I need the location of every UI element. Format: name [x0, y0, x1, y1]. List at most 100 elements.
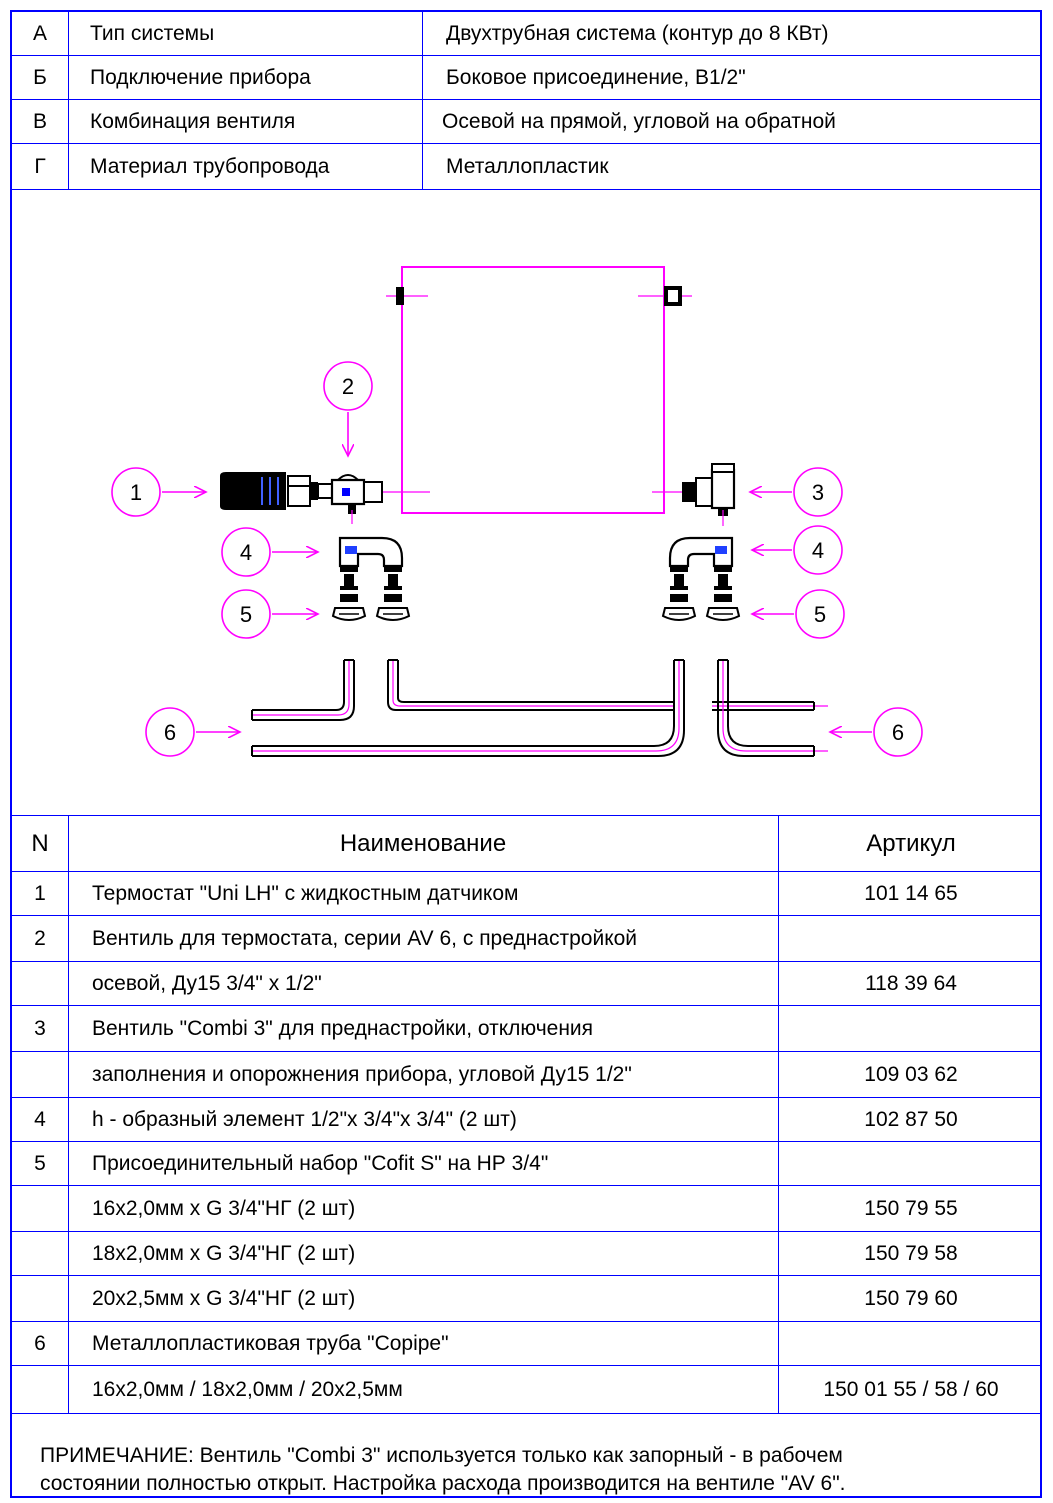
- spec-row-a: А Тип системы Двухтрубная система (конту…: [12, 12, 1040, 56]
- part-article: 102 87 50: [864, 1107, 958, 1131]
- divider: [778, 872, 779, 915]
- divider: [778, 1322, 779, 1365]
- header-article: Артикул: [866, 829, 956, 857]
- part-article: 150 79 58: [864, 1241, 958, 1265]
- part-number: 3: [34, 1016, 46, 1040]
- table-row: осевой, Ду15 3/4" х 1/2" 118 39 64: [12, 962, 1040, 1006]
- connection-diagram: 1 2 3 4 4: [12, 190, 1040, 816]
- radiator-top-plug-left: [386, 287, 428, 305]
- table-row: 20х2,5мм х G 3/4"НГ (2 шт) 150 79 60: [12, 1276, 1040, 1322]
- part-name: заполнения и опорожнения прибора, углово…: [92, 1062, 632, 1086]
- divider: [778, 916, 779, 961]
- part-number: 1: [34, 881, 46, 905]
- divider: [68, 1142, 69, 1185]
- part-article: 109 03 62: [864, 1062, 958, 1086]
- divider: [68, 872, 69, 915]
- divider: [68, 816, 69, 871]
- spec-letter: Б: [33, 65, 47, 89]
- divider: [778, 1232, 779, 1275]
- divider: [778, 1142, 779, 1185]
- table-row: 16х2,0мм х G 3/4"НГ (2 шт)150 79 55: [12, 1186, 1040, 1232]
- spec-letter: В: [32, 109, 47, 133]
- part-name: 20х2,5мм х G 3/4"НГ (2 шт): [92, 1286, 356, 1310]
- divider: [778, 1052, 779, 1097]
- pipes: [251, 659, 828, 757]
- divider: [68, 144, 69, 189]
- table-row: 1 Термостат "Uni LH" с жидкостным датчико…: [12, 872, 1040, 916]
- divider: [68, 56, 69, 99]
- spec-value: Двухтрубная система (контур до 8 КВт): [446, 21, 829, 45]
- part-article: [778, 1322, 1044, 1365]
- divider: [778, 1098, 779, 1141]
- callout-3: 3: [750, 467, 843, 517]
- radiator-air-vent-right: [638, 286, 692, 306]
- part-article: [778, 916, 1044, 961]
- spec-value: Боковое присоединение, В1/2": [446, 65, 746, 89]
- part-number: [12, 1186, 68, 1231]
- header-n: N: [31, 829, 49, 857]
- callout-number: 4: [240, 540, 252, 565]
- part-name: Вентиль "Combi 3" для преднастройки, отк…: [92, 1016, 594, 1040]
- part-name: осевой, Ду15 3/4" х 1/2": [92, 971, 322, 995]
- callout-number: 4: [812, 538, 824, 563]
- divider: [422, 100, 423, 143]
- part-number: 5: [34, 1151, 46, 1175]
- part-name: 16х2,0мм / 18х2,0мм / 20х2,5мм: [92, 1377, 403, 1401]
- callout-5-left: 5: [221, 589, 318, 639]
- spec-label: Материал трубопровода: [90, 154, 330, 178]
- callout-number: 5: [240, 602, 252, 627]
- callout-number: 1: [130, 480, 142, 505]
- divider: [778, 1366, 779, 1413]
- table-row: 6 Металлопластиковая труба "Copipe": [12, 1322, 1040, 1366]
- spec-letter: А: [32, 21, 47, 45]
- callout-6-left: 6: [145, 707, 240, 757]
- table-row: заполнения и опорожнения прибора, углово…: [12, 1052, 1040, 1098]
- divider: [422, 144, 423, 189]
- spec-row-v: В Комбинация вентиля Осевой на прямой, у…: [12, 100, 1040, 144]
- part-number: [12, 1366, 68, 1413]
- table-row: 3 Вентиль "Combi 3" для преднастройки, от…: [12, 1006, 1040, 1052]
- divider: [68, 1232, 69, 1275]
- part-name: Термостат "Uni LH" с жидкостным датчиком: [92, 881, 519, 905]
- part-number: [12, 1232, 68, 1275]
- spec-row-b: Б Подключение прибора Боковое присоедине…: [12, 56, 1040, 100]
- part-number: 6: [34, 1331, 46, 1355]
- divider: [68, 1186, 69, 1231]
- part-article: 101 14 65: [864, 881, 958, 905]
- callout-1: 1: [111, 467, 206, 517]
- part-number: [12, 1052, 68, 1097]
- divider: [68, 962, 69, 1005]
- divider: [68, 1098, 69, 1141]
- note-text: ПРИМЕЧАНИЕ: Вентиль "Combi 3" использует…: [40, 1444, 846, 1495]
- part-article: 150 79 55: [864, 1196, 958, 1220]
- thermostat-head: [220, 472, 318, 510]
- callout-4-left: 4: [221, 527, 318, 577]
- part-number: [12, 962, 68, 1005]
- divider: [68, 916, 69, 961]
- part-number: 2: [34, 926, 46, 950]
- part-article: 118 39 64: [865, 971, 957, 995]
- part-name: Металлопластиковая труба "Copipe": [92, 1331, 449, 1355]
- spec-label: Комбинация вентиля: [90, 109, 296, 133]
- part-number: 4: [34, 1107, 46, 1131]
- divider: [68, 1366, 69, 1413]
- part-article: 150 79 60: [864, 1286, 958, 1310]
- divider: [68, 1322, 69, 1365]
- divider: [778, 1186, 779, 1231]
- part-name: 18х2,0мм х G 3/4"НГ (2 шт): [92, 1241, 356, 1265]
- part-number: [12, 1276, 68, 1321]
- callout-number: 3: [812, 480, 824, 505]
- spec-label: Подключение прибора: [90, 65, 311, 89]
- part-article: 150 01 55 / 58 / 60: [823, 1377, 999, 1401]
- callout-2: 2: [323, 361, 373, 456]
- divider: [778, 1276, 779, 1321]
- drawing-sheet: А Тип системы Двухтрубная система (конту…: [10, 10, 1042, 1498]
- table-row: 18х2,0мм х G 3/4"НГ (2 шт) 150 79 58: [12, 1232, 1040, 1276]
- divider: [68, 100, 69, 143]
- part-article: [778, 1142, 1044, 1185]
- callout-6-right: 6: [830, 707, 923, 757]
- spec-value: Металлопластик: [446, 154, 609, 178]
